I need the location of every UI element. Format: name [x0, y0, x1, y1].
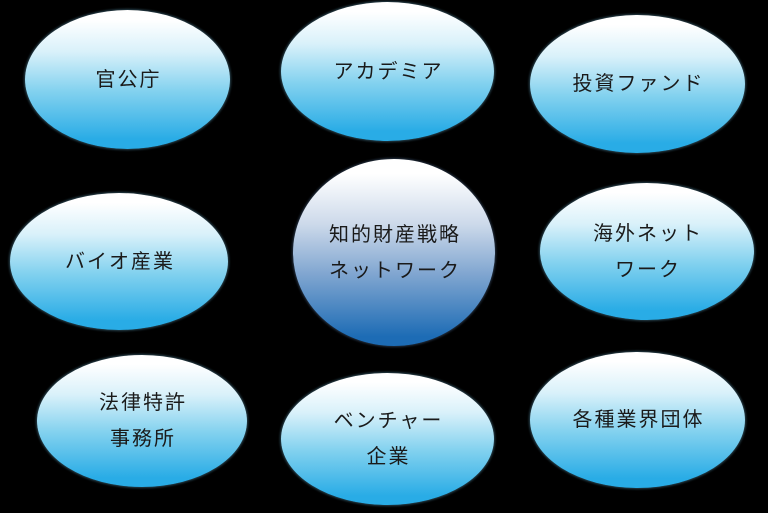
- bubble-bio-industry: バイオ産業: [10, 193, 228, 330]
- bubble-label: 法律特許 事務所: [97, 385, 187, 457]
- label-line: 各種業界団体: [572, 409, 705, 431]
- bubble-government-agencies: 官公庁: [25, 10, 230, 149]
- bubble-venture-companies: ベンチャー 企業: [281, 373, 494, 505]
- bubble-investment-funds: 投資ファンド: [530, 15, 745, 153]
- label-line: 知的財産戦略: [329, 223, 461, 246]
- bubble-label: アカデミア: [332, 54, 444, 90]
- label-line: 海外ネット: [593, 222, 703, 245]
- bubble-academia: アカデミア: [281, 2, 494, 141]
- label-line: バイオ産業: [65, 250, 175, 273]
- label-line: ワーク: [615, 258, 681, 281]
- hub-ip-strategy-network: 知的財産戦略 ネットワーク: [293, 159, 495, 346]
- bubble-law-patent-offices: 法律特許 事務所: [37, 355, 247, 487]
- bubble-label: ベンチャー 企業: [332, 403, 444, 475]
- bubble-label: バイオ産業: [63, 244, 175, 280]
- label-line: 企業: [366, 446, 411, 468]
- label-line: 事務所: [110, 428, 176, 450]
- bubble-label: 海外ネット ワーク: [591, 216, 703, 288]
- bubble-label: 官公庁: [94, 62, 162, 98]
- bubble-label: 各種業界団体: [571, 402, 705, 438]
- label-line: ネットワーク: [329, 259, 461, 282]
- bubble-label: 投資ファンド: [571, 66, 705, 102]
- bubble-overseas-network: 海外ネット ワーク: [540, 183, 754, 320]
- hub-label: 知的財産戦略 ネットワーク: [327, 217, 461, 289]
- label-line: アカデミア: [333, 60, 444, 83]
- label-line: 投資ファンド: [572, 73, 705, 95]
- label-line: 法律特許: [99, 392, 187, 414]
- label-line: ベンチャー: [333, 410, 444, 432]
- bubble-industry-associations: 各種業界団体: [530, 352, 745, 488]
- label-line: 官公庁: [95, 68, 162, 91]
